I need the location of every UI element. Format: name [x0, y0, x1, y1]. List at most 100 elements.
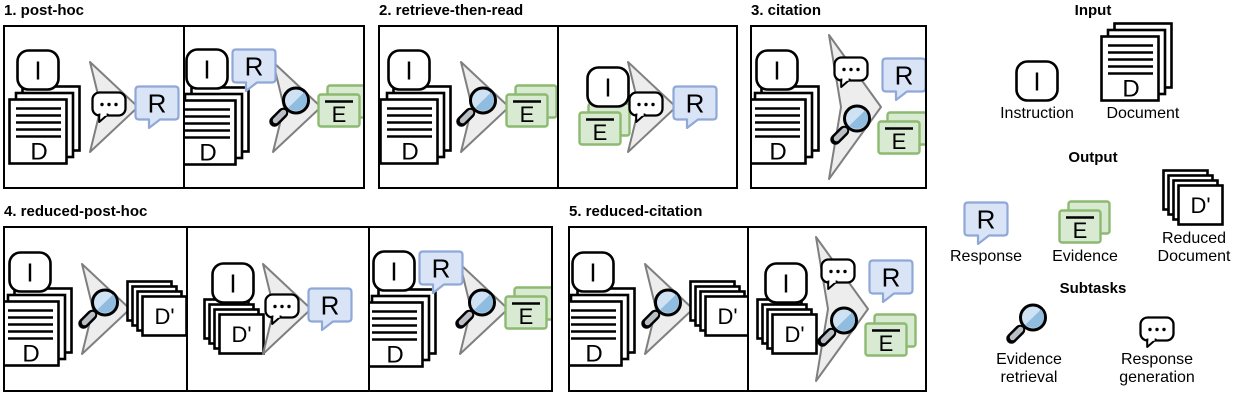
flow-arrow — [77, 261, 132, 357]
evidence-card-icon: E — [317, 84, 363, 129]
legend-item-response: R Response — [950, 201, 1022, 266]
instruction-icon: I — [571, 250, 616, 293]
panel-title: 3. citation — [751, 2, 822, 19]
legend-item-response-generation: Response generation — [1111, 316, 1203, 387]
stage-outputs: R — [134, 85, 180, 129]
evidence-retrieval-icon — [454, 285, 502, 333]
legend-item-reduced-document: D' Reduced Document — [1148, 169, 1240, 266]
flow-arrow — [827, 32, 883, 182]
legend-label: Response generation — [1119, 350, 1195, 386]
instruction-icon: I — [185, 47, 229, 92]
legend-input-section: Input I Instruction D Document — [942, 2, 1244, 123]
stage-outputs: R — [307, 287, 353, 331]
document-stack-icon: D — [1100, 22, 1186, 103]
svg-text:D': D' — [784, 322, 804, 347]
svg-text:R: R — [977, 204, 996, 234]
legend-item-evidence-retrieval: Evidence retrieval — [983, 300, 1075, 387]
instruction-icon: I — [1015, 60, 1059, 102]
stage-inputs: I R D — [185, 47, 277, 166]
legend-label: Evidence retrieval — [996, 350, 1062, 386]
panel-reduced-post-hoc: 4. reduced-post-hoc I D D' I — [3, 203, 553, 392]
stage-inputs: I R D — [370, 249, 464, 368]
response-bubble-icon: R — [418, 250, 464, 294]
document-stack-icon: D — [8, 84, 94, 165]
stage-inputs: I D' — [203, 261, 267, 356]
svg-text:I: I — [405, 55, 412, 85]
panel-retrieve-then-read: 2. retrieve-then-read I D E I — [378, 2, 738, 189]
svg-text:D: D — [401, 138, 418, 165]
panel-box: I D R I R D — [3, 24, 365, 189]
stage-outputs: E — [503, 286, 552, 331]
svg-text:R: R — [685, 88, 704, 118]
stage-box: I R D E — [183, 26, 363, 187]
svg-text:I: I — [604, 73, 611, 103]
reduced-document-stack-icon: D' — [689, 279, 747, 338]
stage-box: I R D E — [368, 227, 552, 390]
panel-citation: 3. citation I D R — [750, 2, 927, 189]
panel-box: I D R E — [750, 24, 927, 189]
document-stack-icon: D — [185, 85, 263, 166]
flow-arrow — [88, 59, 140, 155]
svg-text:I: I — [782, 268, 789, 298]
svg-text:D: D — [30, 138, 47, 165]
panel-box: I D D' I D' — [3, 225, 553, 392]
response-bubble-icon: R — [880, 57, 925, 102]
svg-text:I: I — [1033, 67, 1040, 97]
panel-box: I D D' I D' — [568, 225, 927, 392]
svg-text:I: I — [390, 256, 397, 286]
panel-title: 4. reduced-post-hoc — [4, 203, 148, 220]
reduced-document-stack-icon: D' — [1162, 169, 1226, 227]
legend-item-evidence: E Evidence — [1052, 200, 1118, 266]
stage-box: I D D' — [5, 228, 186, 390]
svg-text:I: I — [34, 55, 41, 85]
stage-inputs: I E — [577, 66, 632, 147]
legend-label: Response — [950, 247, 1023, 265]
flow-arrow — [456, 59, 511, 155]
evidence-retrieval-icon — [1005, 300, 1053, 348]
stage-inputs: I D — [380, 48, 465, 165]
svg-text:D: D — [386, 341, 403, 368]
svg-text:I: I — [590, 257, 597, 287]
svg-text:R: R — [881, 263, 900, 293]
legend-item-document: D Document — [1100, 22, 1186, 123]
evidence-retrieval-icon — [77, 285, 125, 333]
document-stack-icon: D — [752, 84, 833, 165]
svg-text:D: D — [199, 139, 216, 166]
evidence-card-icon: E — [1058, 200, 1112, 245]
evidence-retrieval-icon — [640, 285, 688, 333]
stage-box: I D R E — [752, 27, 925, 187]
svg-text:R: R — [245, 51, 264, 81]
response-bubble-icon: R — [671, 85, 718, 129]
stage-box: I D D' — [570, 228, 747, 390]
instruction-icon: I — [211, 261, 255, 304]
stage-box: I D' R E — [746, 227, 926, 390]
flow-arrow — [814, 234, 870, 384]
instruction-icon: I — [763, 261, 808, 304]
panel-post-hoc: 1. post-hoc I D R I R — [3, 2, 365, 189]
evidence-card-icon: E — [503, 286, 552, 331]
legend: Input I Instruction D Document Output — [942, 0, 1244, 387]
svg-text:D': D' — [155, 304, 175, 329]
svg-text:R: R — [321, 290, 340, 320]
legend-item-instruction: I Instruction — [1000, 60, 1074, 123]
panel-title: 2. retrieve-then-read — [379, 2, 524, 19]
flow-arrow — [455, 261, 510, 357]
svg-text:D: D — [1122, 76, 1139, 103]
response-bubble-icon: R — [868, 259, 914, 304]
legend-label: Evidence — [1052, 247, 1118, 265]
instruction-icon: I — [386, 48, 431, 91]
svg-text:D: D — [769, 138, 786, 165]
stage-outputs: R — [671, 85, 718, 129]
evidence-card-icon: E — [504, 84, 557, 129]
stage-inputs: I D' — [755, 261, 820, 356]
document-stack-icon: D — [570, 286, 649, 367]
stage-box: I E R — [557, 26, 736, 187]
response-bubble-icon: R — [307, 287, 353, 331]
reduced-document-stack-icon: D' — [203, 297, 267, 356]
legend-subtasks-section: Subtasks Evidence retrieval Response gen… — [942, 280, 1244, 387]
stage-outputs: R E — [864, 259, 918, 358]
evidence-card-icon: E — [876, 111, 925, 156]
stage-outputs: E — [504, 84, 557, 129]
svg-text:E: E — [891, 129, 906, 154]
response-bubble-icon: R — [231, 48, 277, 92]
